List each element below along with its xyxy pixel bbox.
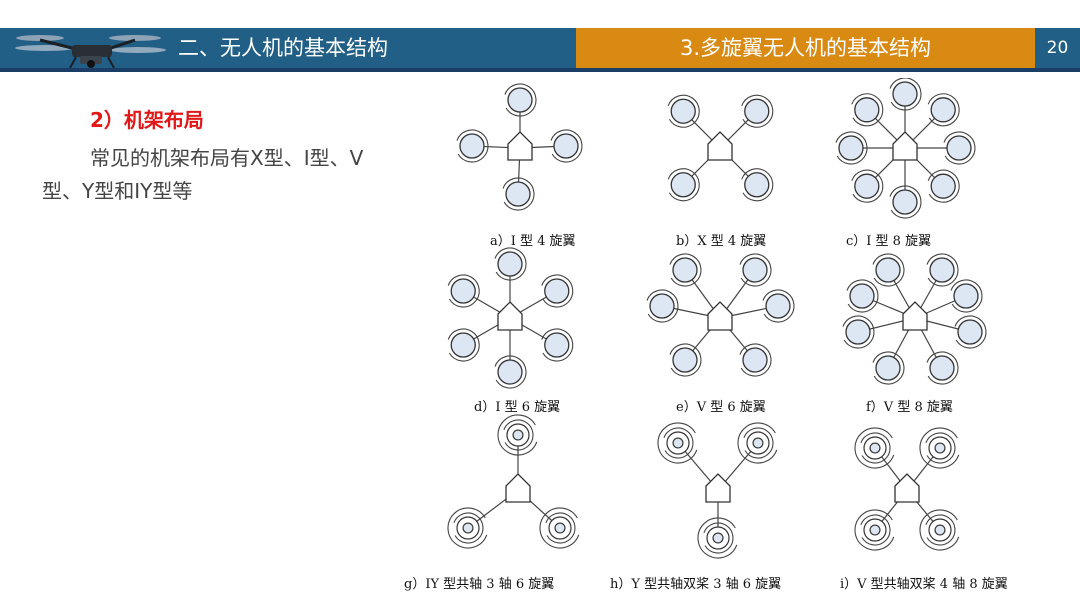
layout-c-rotor-8 [855, 98, 879, 122]
layout-e-rotor-3 [650, 294, 674, 318]
layout-c-rotor-1 [893, 82, 917, 106]
layout-a-rotor-4 [506, 182, 530, 206]
layout-c-rotor-5 [893, 190, 917, 214]
layout-h-rotor-2-hub [753, 438, 763, 448]
caption-i: i）V 型共轴双桨 4 轴 8 旋翼 [840, 573, 1008, 592]
layout-g-body [506, 474, 530, 502]
layout-g-rotor-2-hub [463, 523, 473, 533]
layout-h-body [706, 474, 730, 502]
layout-d-rotor-5 [451, 333, 475, 357]
layout-c-rotor-4 [931, 174, 955, 198]
page-number: 20 [1035, 28, 1080, 68]
layout-f-rotor-3 [850, 284, 874, 308]
layout-f-rotor-5 [846, 320, 870, 344]
layout-e-rotor-1 [673, 258, 697, 282]
layout-b-rotor-1 [745, 173, 769, 197]
layout-i-rotor-2-hub [935, 443, 945, 453]
caption-e: e）V 型 6 旋翼 [676, 396, 766, 415]
layout-i-rotor-3-hub [870, 525, 880, 535]
layout-b-rotor-2 [671, 173, 695, 197]
layout-i-rotor-1-hub [870, 443, 880, 453]
layout-a-rotor-2 [460, 134, 484, 158]
content-heading: 2）机架布局 [90, 104, 204, 133]
layout-f-rotor-1 [876, 258, 900, 282]
layout-a-body [508, 132, 532, 160]
frame-layout-diagram: a）I 型 4 旋翼 b）X 型 4 旋翼 c）I 型 8 旋翼 d）I 型 6… [400, 78, 1040, 598]
frame-layout-figure [400, 78, 1040, 598]
layout-c-rotor-6 [855, 174, 879, 198]
layout-b-rotor-4 [745, 99, 769, 123]
layout-e-rotor-6 [743, 348, 767, 372]
subsection-tab: 3.多旋翼无人机的基本结构 [576, 28, 1035, 68]
layout-d-rotor-2 [545, 279, 569, 303]
layout-h-rotor-3-hub [713, 533, 723, 543]
caption-b: b）X 型 4 旋翼 [676, 230, 766, 249]
layout-d-rotor-3 [545, 333, 569, 357]
layout-e-rotor-5 [673, 348, 697, 372]
content-body: 常见的机架布局有X型、I型、V型、Y型和IY型等 [42, 142, 402, 208]
layout-d-rotor-6 [451, 279, 475, 303]
layout-c-rotor-3 [947, 136, 971, 160]
layout-f-rotor-7 [876, 356, 900, 380]
layout-g-rotor-1-hub [513, 430, 523, 440]
caption-h: h）Y 型共轴双桨 3 轴 6 旋翼 [610, 573, 781, 592]
layout-h-rotor-1-hub [673, 438, 683, 448]
layout-c-rotor-7 [839, 136, 863, 160]
layout-f-rotor-8 [930, 356, 954, 380]
section-title: 二、无人机的基本结构 [178, 28, 388, 68]
caption-d: d）I 型 6 旋翼 [474, 396, 560, 415]
layout-c-rotor-2 [931, 98, 955, 122]
layout-e-rotor-4 [766, 294, 790, 318]
layout-a-rotor-1 [508, 88, 532, 112]
caption-c: c）I 型 8 旋翼 [846, 230, 931, 249]
caption-g: g）IY 型共轴 3 轴 6 旋翼 [404, 573, 554, 592]
layout-a-rotor-3 [554, 134, 578, 158]
layout-b-rotor-3 [671, 99, 695, 123]
layout-d-rotor-1 [498, 252, 522, 276]
layout-d-rotor-4 [498, 360, 522, 384]
layout-e-rotor-2 [743, 258, 767, 282]
layout-f-rotor-2 [930, 258, 954, 282]
caption-a: a）I 型 4 旋翼 [490, 230, 576, 249]
layout-c-body [893, 132, 917, 160]
drone-logo-icon [10, 28, 170, 70]
layout-b-body [708, 132, 732, 160]
layout-f-rotor-4 [954, 284, 978, 308]
caption-f: f）V 型 8 旋翼 [866, 396, 953, 415]
layout-g-rotor-3-hub [555, 523, 565, 533]
layout-f-body [903, 302, 927, 330]
layout-d-body [498, 302, 522, 330]
layout-f-rotor-6 [958, 320, 982, 344]
layout-i-rotor-4-hub [935, 525, 945, 535]
